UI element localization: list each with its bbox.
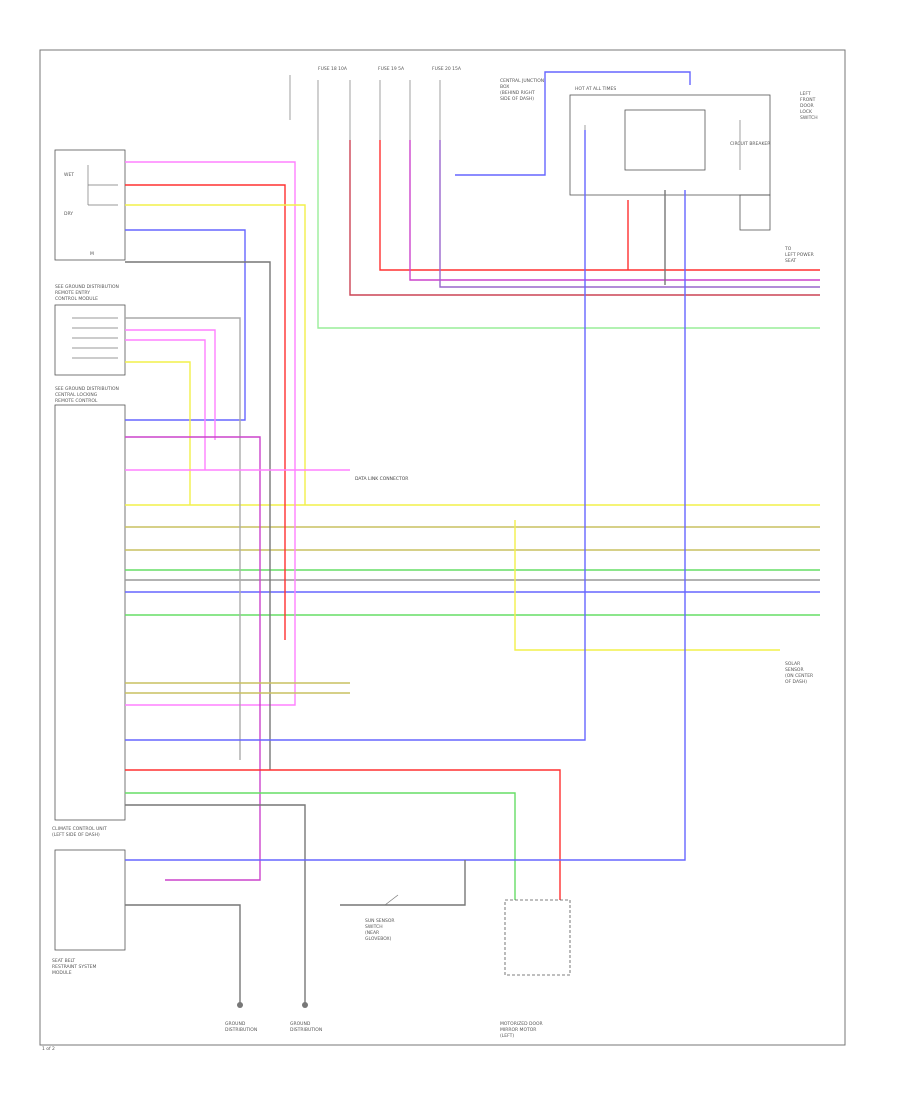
right-label-2: LEFT POWER (785, 252, 814, 258)
wire-green-3 (125, 792, 516, 900)
wire-pink-3 (125, 339, 206, 470)
wire-gray-3 (125, 317, 241, 760)
switch-right-label: DRY (64, 211, 73, 217)
solar-label-3: (ON CENTER (785, 673, 813, 679)
center-block-3: (BEHIND RIGHT (500, 90, 535, 96)
right-label-3: SEAT (785, 258, 796, 264)
lower-right-module: MOTORIZED DOOR MIRROR MOTOR (LEFT) (500, 899, 571, 1039)
fuse-label-2: FUSE 19 5A (378, 66, 405, 72)
wire-yellow-3 (125, 204, 306, 505)
wire-gray-5 (125, 904, 241, 1005)
top-center-block: CENTRAL JUNCTION BOX (BEHIND RIGHT SIDE … (500, 78, 544, 102)
sun-switch-1: SUN SENSOR (365, 918, 395, 924)
ground-left-1: GROUND (225, 1021, 246, 1027)
main-module-bottom-2: (LEFT SIDE OF DASH) (52, 832, 100, 838)
ground-left: GROUND DISTRIBUTION (225, 1002, 257, 1033)
wire-gray-4 (125, 804, 306, 1005)
sun-switch-3: (NEAR (365, 930, 379, 936)
wire-red-2 (125, 769, 561, 900)
ground-left-2: DISTRIBUTION (225, 1027, 257, 1033)
wire-purple-1 (125, 436, 261, 881)
data-link-connector-label: DATA LINK CONNECTOR (355, 476, 408, 482)
right-block-1: LEFT (800, 91, 811, 97)
switch-bottom-label: M (90, 251, 94, 257)
center-block-1: CENTRAL JUNCTION (500, 78, 544, 84)
wire-yellow-2 (514, 520, 780, 651)
wire-purple-top-2 (439, 140, 820, 288)
wire-purple-top-1 (409, 140, 820, 281)
wire-red-top (379, 140, 820, 271)
mirror-motor-2: MIRROR MOTOR (500, 1027, 536, 1033)
mirror-motor-1: MOTORIZED DOOR (500, 1021, 543, 1027)
center-block-2: BOX (500, 84, 509, 90)
solar-label-1: SOLAR (785, 661, 800, 667)
diagram-frame (39, 49, 846, 1046)
module1-title-2: CENTRAL LOCKING (55, 392, 98, 398)
wire-yellow-4 (125, 361, 191, 505)
wire-green-top (317, 140, 820, 329)
right-block-5: SWITCH (800, 115, 818, 121)
relay-box-title: HOT AT ALL TIMES (575, 86, 616, 92)
ground-right-1: GROUND (290, 1021, 311, 1027)
solar-label-4: OF DASH) (785, 679, 807, 685)
lower-left-line-2: RESTRAINT SYSTEM (52, 964, 97, 970)
main-module-bottom-1: CLIMATE CONTROL UNIT (52, 826, 107, 832)
wire-darkred-top (349, 140, 820, 296)
left-main-module: SEE GROUND DISTRIBUTION CENTRAL LOCKING … (52, 386, 126, 838)
ground-right: GROUND DISTRIBUTION (290, 1002, 322, 1033)
lower-left-line-3: MODULE (52, 970, 72, 976)
top-relay-box: HOT AT ALL TIMES CIRCUIT BREAKER (569, 86, 771, 231)
top-right-block: LEFT FRONT DOOR LOCK SWITCH (800, 91, 818, 121)
right-label-1: TO (784, 246, 792, 252)
wire-blue-top (455, 71, 691, 176)
module1-title-1: SEE GROUND DISTRIBUTION (55, 386, 119, 392)
relay-block-label: CIRCUIT BREAKER (730, 141, 770, 147)
top-left-switch-unit: WET DRY M (54, 149, 126, 261)
wire-blue-4 (125, 190, 686, 861)
module2-title-3: CONTROL MODULE (55, 296, 98, 302)
fuse-label-1: FUSE 18 10A (318, 66, 348, 72)
lower-left-module: SEAT BELT RESTRAINT SYSTEM MODULE (52, 849, 126, 976)
ground-right-2: DISTRIBUTION (290, 1027, 322, 1033)
mirror-motor-3: (LEFT) (500, 1033, 514, 1039)
solar-label-2: SENSOR (785, 667, 804, 673)
wires (125, 71, 820, 1005)
switch-left-label: WET (64, 172, 74, 178)
wire-blue-3 (125, 130, 586, 741)
center-block-4: SIDE OF DASH) (500, 96, 534, 102)
module2-title-2: REMOTE ENTRY (55, 290, 90, 296)
fuse-label-3: FUSE 20 15A (432, 66, 462, 72)
wire-gray-6 (340, 860, 466, 906)
lower-left-line-1: SEAT BELT (52, 958, 75, 964)
wire-red-1 (125, 184, 286, 640)
fuse-group: FUSE 18 10A FUSE 19 5A FUSE 20 15A (289, 66, 462, 140)
wire-blue-2 (125, 229, 246, 421)
right-block-4: LOCK (800, 109, 813, 115)
right-block-3: DOOR (800, 103, 814, 109)
left-module-remote-entry: SEE GROUND DISTRIBUTION REMOTE ENTRY CON… (54, 284, 126, 376)
page-number: 1 of 2 (42, 1046, 55, 1052)
sun-switch-4: GLOVEBOX) (365, 936, 392, 942)
sun-switch-2: SWITCH (365, 924, 383, 930)
lower-middle-switch: SUN SENSOR SWITCH (NEAR GLOVEBOX) (365, 894, 415, 942)
wire-pink-1 (125, 161, 296, 706)
right-block-2: FRONT (800, 97, 816, 103)
wire-pink-2 (125, 329, 216, 440)
module1-title-3: REMOTE CONTROL (55, 398, 98, 404)
module2-title-1: SEE GROUND DISTRIBUTION (55, 284, 119, 290)
wire-gray-2 (125, 261, 271, 770)
right-side-labels: TO LEFT POWER SEAT SOLAR SENSOR (ON CENT… (784, 246, 814, 685)
